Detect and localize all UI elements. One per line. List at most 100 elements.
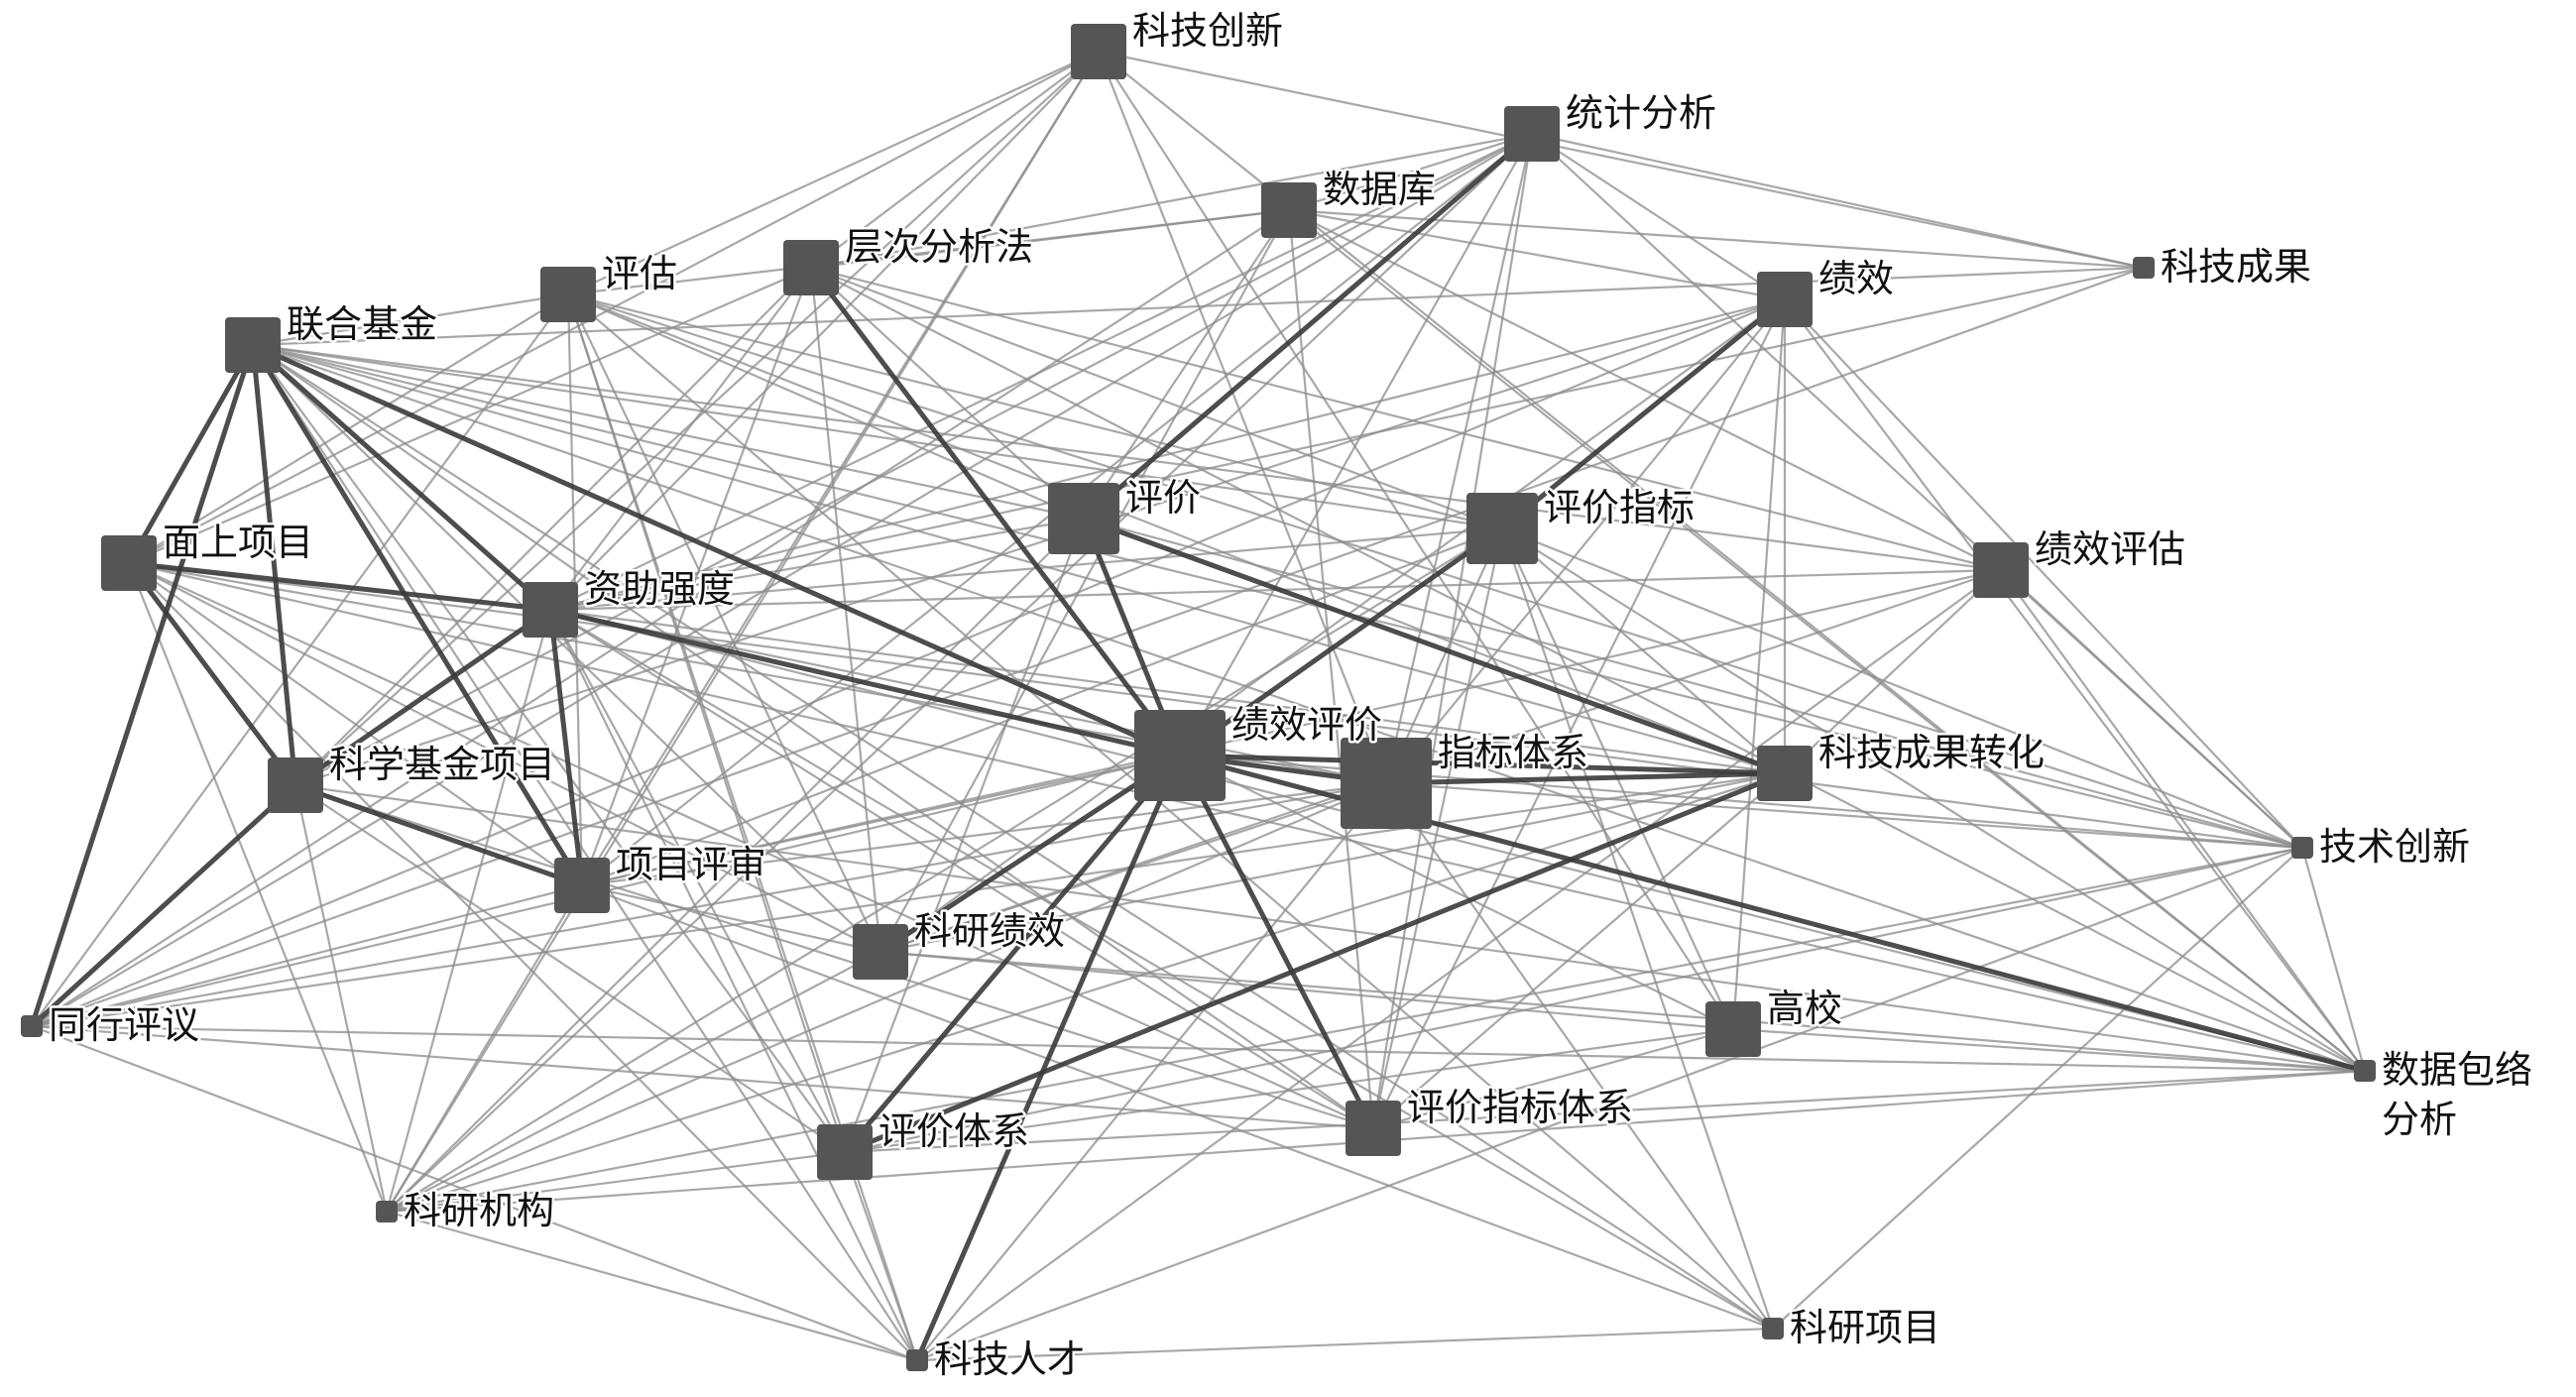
edge-line: [549, 517, 1085, 612]
strong-edge-line: [549, 607, 1181, 758]
edge-line: [2000, 569, 2303, 849]
edge-line: [386, 846, 2303, 1214]
strong-edge-line: [251, 343, 552, 612]
edge-line: [1371, 133, 1534, 1129]
edge-line: [252, 344, 918, 1361]
node-n18: [2291, 837, 2313, 859]
node-label: 技术创新: [2319, 825, 2470, 869]
edge-line: [916, 298, 1786, 1361]
node-label-line: 分析: [2382, 1098, 2457, 1141]
edge-line: [1384, 133, 1534, 784]
edge-line: [567, 208, 1290, 296]
edge-line: [581, 754, 1181, 887]
node-n20: [853, 924, 908, 980]
node-label-line: 科技成果: [2161, 245, 2311, 289]
node-n24: [1346, 1101, 1401, 1156]
edge-layer: [29, 50, 2367, 1362]
strong-edge-line: [547, 609, 585, 886]
edge-line: [810, 267, 1085, 520]
edge-line: [294, 297, 1786, 787]
node-n4: [783, 240, 839, 295]
edge-line: [1371, 527, 1504, 1129]
edge-line: [294, 783, 2366, 1073]
node-label-line: 评价体系: [878, 1109, 1029, 1153]
strong-edge-line: [1083, 516, 1786, 776]
edge-line: [567, 50, 1100, 296]
node-label-line: 数据包络: [2382, 1048, 2532, 1092]
node-n15: [1341, 738, 1432, 829]
edge-line: [844, 846, 2303, 1154]
node-label: 绩效评估: [2035, 527, 2185, 571]
strong-edge-line: [250, 343, 585, 887]
edge-line: [567, 293, 881, 953]
node-label: 联合基金: [287, 302, 437, 346]
edge-line: [1098, 51, 1734, 1030]
node-label: 面上项目: [163, 521, 313, 564]
edge-line: [1179, 755, 1734, 1030]
strong-edge-line: [1082, 132, 1534, 521]
node-n14: [1134, 710, 1226, 801]
node-n7: [1757, 272, 1813, 327]
edge-line: [1288, 132, 1533, 212]
node-label: 资助强度: [584, 567, 735, 611]
node-n8: [2133, 257, 2155, 279]
edge-line: [293, 784, 389, 1213]
edge-line: [127, 562, 389, 1213]
edge-line: [810, 267, 2366, 1072]
edge-line: [2300, 847, 2367, 1072]
node-label-line: 科研项目: [1790, 1306, 1940, 1349]
node-label: 同行评议: [49, 1003, 199, 1047]
edge-line: [252, 292, 569, 347]
node-label-line: 资助强度: [584, 567, 735, 611]
node-n1: [1071, 24, 1126, 79]
edge-line: [810, 266, 2002, 572]
edge-line: [31, 1024, 1374, 1130]
node-label-line: 面上项目: [163, 521, 313, 564]
edge-line: [1287, 209, 1375, 1129]
edge-line: [549, 526, 1503, 612]
edge-line: [843, 1151, 919, 1361]
edge-line: [549, 297, 1786, 612]
node-label-line: 评价: [1125, 476, 1201, 520]
edge-line: [843, 518, 1086, 1153]
edge-line: [567, 292, 1085, 521]
edge-line: [844, 1027, 1734, 1154]
node-label: 科研项目: [1790, 1306, 1940, 1349]
edge-line: [549, 609, 846, 1153]
edge-line: [1179, 133, 1533, 757]
node-label: 指标体系: [1438, 731, 1588, 774]
node-label-line: 项目评审: [616, 843, 766, 886]
edge-line: [386, 1210, 918, 1362]
edge-line: [252, 343, 1786, 775]
node-label: 数据包络分析: [2382, 1048, 2532, 1141]
edge-line: [581, 883, 881, 954]
node-label: 评价体系: [878, 1109, 1029, 1153]
edge-line: [294, 267, 812, 786]
edge-line: [879, 950, 1734, 1031]
node-label: 高校: [1767, 987, 1842, 1030]
edge-line: [1372, 772, 1786, 1129]
node-n22: [1705, 1001, 1761, 1057]
edge-line: [128, 51, 1100, 564]
edge-line: [128, 561, 2303, 850]
node-layer: [21, 24, 2376, 1371]
node-n25: [817, 1124, 873, 1180]
node-label-line: 绩效评价: [1231, 703, 1382, 747]
edge-line: [294, 133, 1533, 786]
node-label: 评价指标: [1544, 486, 1695, 529]
node-n16: [1757, 746, 1813, 801]
edge-line: [916, 1327, 1774, 1362]
node-n28: [1762, 1318, 1784, 1339]
node-n12: [523, 582, 578, 638]
edge-line: [810, 132, 1533, 270]
edge-line: [252, 344, 846, 1153]
edge-line: [810, 51, 1100, 269]
node-label-line: 绩效: [1818, 257, 1894, 300]
edge-line: [1531, 132, 2145, 270]
node-label: 评价指标体系: [1407, 1086, 1633, 1129]
strong-edge-line: [809, 266, 1182, 757]
node-n21: [21, 1015, 43, 1037]
strong-edge-line: [843, 754, 1182, 1154]
